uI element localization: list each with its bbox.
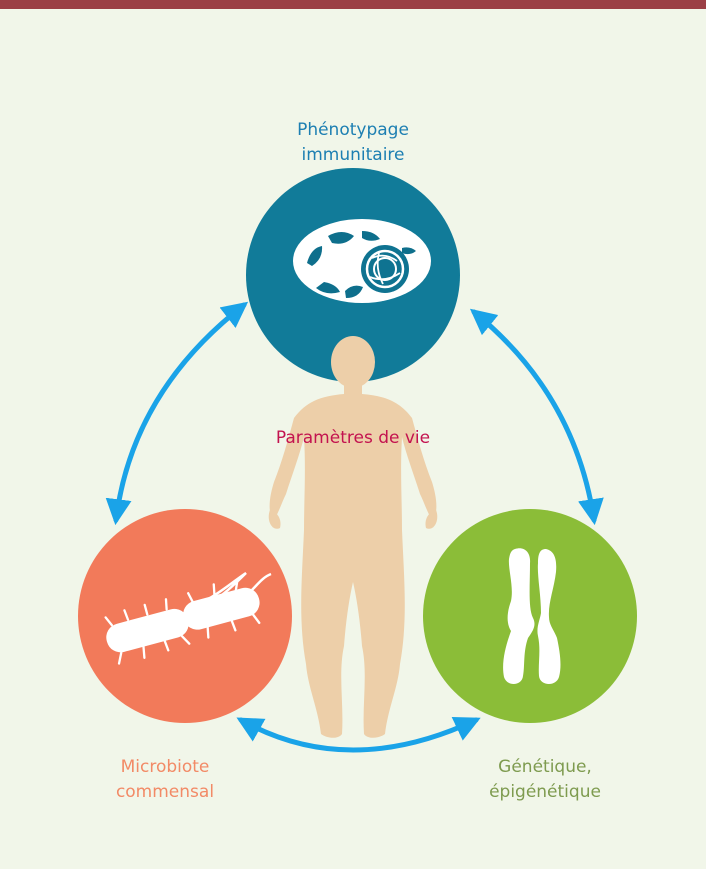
human-silhouette [268, 336, 438, 738]
arrow-immune-genetics [469, 308, 604, 526]
chromosome-icon [503, 548, 561, 685]
immune-phenotyping-node [246, 168, 460, 382]
microbiota-node [78, 509, 292, 723]
immune-phenotyping-label: Phénotypage immunitaire [203, 118, 503, 168]
immune-cell-icon [293, 219, 431, 303]
genetics-label-line-2: épigénétique [489, 782, 601, 802]
genetics-label: Génétique, épigénétique [420, 755, 670, 805]
microbiota-label-line-2: commensal [115, 782, 215, 802]
connector-arrows [105, 301, 604, 753]
header-rule [0, 0, 706, 9]
microbiota-label: Microbiote commensal [40, 755, 290, 805]
genetics-node [423, 509, 637, 723]
life-parameters-label: Paramètres de vie [275, 428, 431, 448]
microbiota-label-line-1: Microbiote [120, 757, 210, 777]
arrow-microbiota-genetics [236, 717, 481, 753]
genetics-label-line-1: Génétique, [498, 757, 592, 777]
bacterium-icon [104, 571, 272, 665]
immune-label-line-1: Phénotypage [297, 120, 409, 140]
immune-label-line-2: immunitaire [301, 145, 405, 165]
arrow-immune-microbiota [105, 301, 249, 526]
